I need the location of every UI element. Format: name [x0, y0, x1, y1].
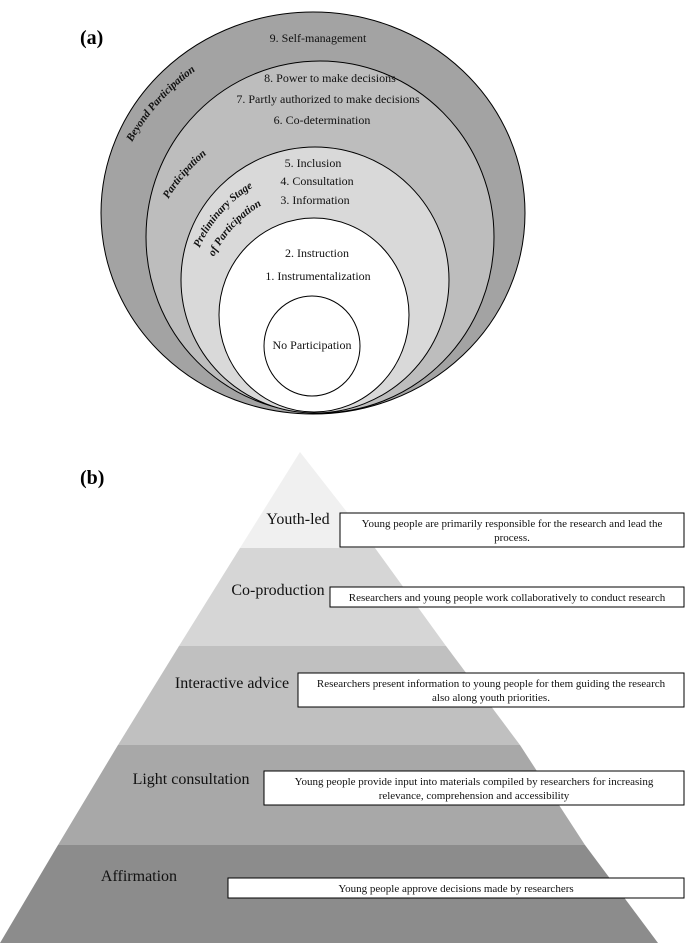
desc-box-co-production: Researchers and young people work collab… — [329, 586, 685, 608]
desc-light-consultation-line2: relevance, comprehension and accessibili… — [379, 790, 570, 802]
desc-box-affirmation: Young people approve decisions made by r… — [227, 877, 685, 899]
panel-b: (b) Youth-led Co-production Interactive … — [0, 452, 685, 943]
level-9: 9. Self-management — [270, 31, 367, 45]
desc-light-consultation-line1: Young people provide input into material… — [295, 776, 654, 788]
desc-interactive-advice-line1: Researchers present information to young… — [317, 678, 666, 690]
desc-affirmation: Young people approve decisions made by r… — [338, 883, 573, 895]
desc-co-production: Researchers and young people work collab… — [349, 592, 666, 604]
level-7: 7. Partly authorized to make decisions — [236, 92, 420, 106]
panel-a-label: (a) — [80, 27, 103, 49]
tier-name-light-consultation: Light consultation — [133, 771, 250, 788]
level-8: 8. Power to make decisions — [264, 71, 396, 85]
tier-name-co-production: Co-production — [231, 582, 324, 599]
desc-box-light-consultation: Young people provide input into material… — [263, 770, 685, 806]
desc-interactive-advice-line2: also along youth priorities. — [432, 692, 550, 704]
tier-co-production — [179, 548, 446, 646]
level-3: 3. Information — [280, 193, 349, 207]
level-2: 2. Instruction — [285, 246, 349, 260]
panel-a: (a) 9. Self-management 8. Power to make … — [80, 11, 526, 415]
tier-name-affirmation: Affirmation — [101, 868, 177, 885]
level-0: No Participation — [273, 338, 352, 352]
level-1: 1. Instrumentalization — [265, 269, 370, 283]
desc-youth-led-line1: Young people are primarily responsible f… — [362, 518, 663, 530]
level-5: 5. Inclusion — [285, 156, 342, 170]
tier-name-youth-led: Youth-led — [266, 511, 329, 528]
no-participation-circle — [263, 295, 361, 397]
tier-name-interactive-advice: Interactive advice — [175, 675, 289, 692]
desc-box-youth-led: Young people are primarily responsible f… — [339, 512, 685, 548]
desc-box-interactive-advice: Researchers present information to young… — [297, 672, 685, 708]
desc-youth-led-line2: process. — [494, 532, 530, 544]
level-4: 4. Consultation — [280, 174, 353, 188]
level-6: 6. Co-determination — [274, 113, 371, 127]
panel-b-label: (b) — [80, 467, 104, 489]
